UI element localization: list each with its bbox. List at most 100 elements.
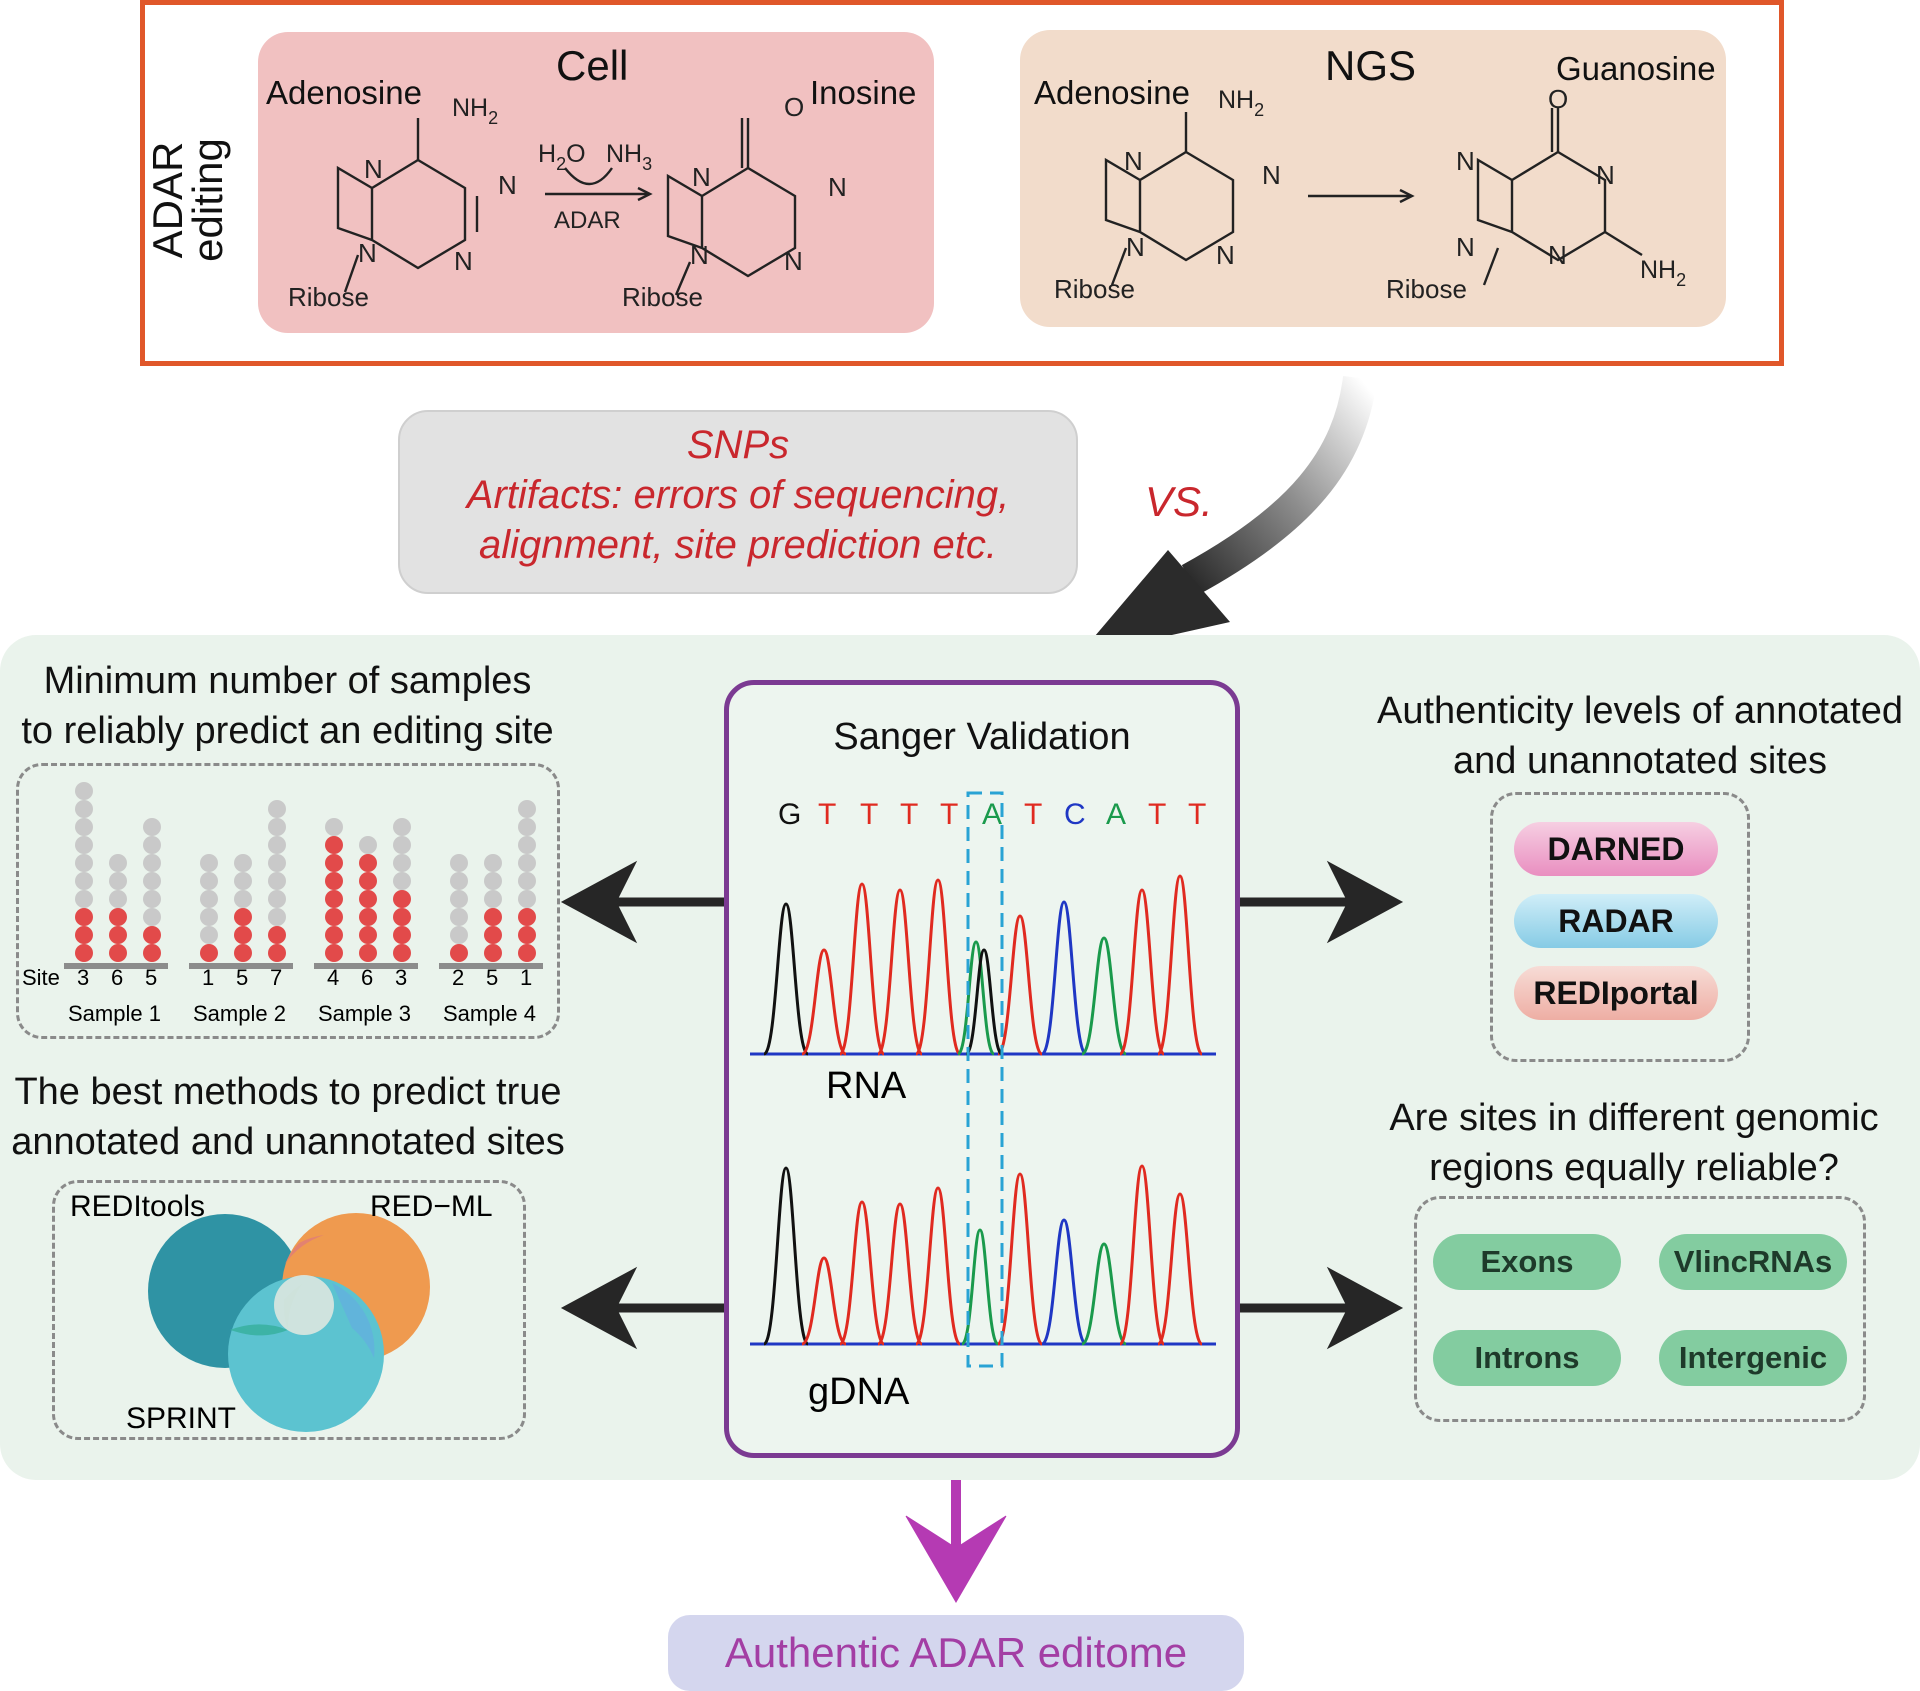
edited-bead	[518, 926, 536, 944]
unedited-bead	[234, 890, 252, 908]
site-number: 6	[361, 965, 373, 990]
edited-bead	[75, 926, 93, 944]
edit-site-highlight	[966, 791, 1004, 1368]
database-darned: DARNED	[1514, 822, 1718, 876]
region-intergenic: Intergenic	[1659, 1330, 1847, 1386]
trace-peak	[996, 1172, 1044, 1346]
unedited-bead	[75, 818, 93, 836]
arrow-down-icon	[905, 1515, 1007, 1603]
sequence-base: C	[1064, 798, 1086, 831]
adar-enzyme-label: ADAR	[554, 207, 621, 234]
unedited-bead	[200, 890, 218, 908]
trace-peak	[1156, 874, 1204, 1056]
edited-bead	[234, 908, 252, 926]
unedited-bead	[518, 818, 536, 836]
trace-peak	[762, 1166, 810, 1346]
nitrogen-atom: N	[1456, 232, 1475, 262]
nitrogen-atom: N	[692, 162, 711, 192]
edited-bead	[325, 944, 343, 962]
trace-peak	[1040, 900, 1088, 1056]
site-number: 5	[236, 965, 248, 990]
venn-label-sprint: SPRINT	[126, 1402, 236, 1435]
ngs-title: NGS	[1325, 42, 1417, 89]
sequence-base: T	[860, 798, 878, 831]
unedited-bead	[75, 782, 93, 800]
edited-bead	[393, 890, 411, 908]
edited-bead	[325, 908, 343, 926]
edited-bead	[109, 944, 127, 962]
trace-peak	[801, 948, 847, 1056]
sequence-base: G	[778, 798, 801, 831]
trace-peak	[964, 948, 1004, 1056]
site-number: 3	[395, 965, 407, 990]
artifacts-line: Artifacts: errors of sequencing,	[466, 473, 1010, 517]
edited-bead	[109, 908, 127, 926]
site-number: 5	[486, 965, 498, 990]
arrow-right-icon	[1326, 860, 1404, 944]
ngs-product-label: Guanosine	[1556, 50, 1716, 87]
nitrogen-atom: N	[1548, 240, 1567, 270]
unedited-bead	[200, 854, 218, 872]
trace-peak	[1080, 1242, 1128, 1346]
nitrogen-atom: N	[690, 240, 709, 270]
ribose-label: Ribose	[288, 282, 369, 312]
nitrogen-atom: N	[828, 172, 847, 202]
ribose-label: Ribose	[1386, 274, 1467, 304]
sample-baseline	[64, 963, 168, 969]
venn-circle-sprint	[228, 1276, 384, 1432]
unedited-bead	[518, 872, 536, 890]
unedited-bead	[393, 818, 411, 836]
min-samples-heading: Minimum number of samples to reliably pr…	[21, 660, 554, 752]
snps-line: SNPs	[686, 423, 790, 467]
amino-group: NH2	[1640, 256, 1686, 290]
edited-bead	[359, 890, 377, 908]
database-radar: RADAR	[1514, 894, 1718, 948]
unedited-bead	[268, 836, 286, 854]
adar-editing-frame	[140, 0, 1784, 366]
unedited-bead	[393, 872, 411, 890]
trace-peak	[838, 882, 886, 1056]
sample-baseline	[314, 963, 418, 969]
unedited-bead	[75, 800, 93, 818]
vs-label: VS.	[1145, 478, 1213, 525]
trace-peak	[914, 878, 962, 1056]
cell-product-label: Inosine	[810, 74, 917, 111]
guanosine-structure-ngs	[1476, 108, 1643, 286]
unedited-bead	[143, 908, 161, 926]
best-methods-heading: The best methods to predict true annotat…	[11, 1071, 565, 1163]
database-rediportal: REDIportal	[1514, 966, 1718, 1020]
trace-peak	[1156, 1192, 1204, 1346]
trace-peak	[956, 940, 996, 1056]
trace-peak	[996, 914, 1044, 1056]
sample-baseline	[189, 963, 293, 969]
edited-bead	[484, 926, 502, 944]
artifacts-line: alignment, site prediction etc.	[478, 523, 998, 567]
sequence-base: T	[940, 798, 958, 831]
ammonia-product: NH3	[606, 140, 652, 174]
unedited-bead	[143, 872, 161, 890]
edited-bead	[143, 944, 161, 962]
nitrogen-atom: N	[1456, 146, 1475, 176]
edited-bead	[109, 926, 127, 944]
min-samples-panel	[16, 763, 560, 1039]
water-reagent: H2O	[538, 140, 586, 174]
edited-bead	[143, 926, 161, 944]
unedited-bead	[200, 872, 218, 890]
site-axis-label: Site	[22, 965, 60, 990]
ribose-label: Ribose	[1054, 274, 1135, 304]
sequence-base: T	[1148, 798, 1166, 831]
unedited-bead	[393, 854, 411, 872]
trace-peak	[876, 1202, 924, 1346]
sequence-base: T	[818, 798, 836, 831]
venn-diagram: REDItools RED−ML SPRINT	[70, 1190, 493, 1435]
nitrogen-atom: N	[1216, 240, 1235, 270]
unedited-bead	[143, 836, 161, 854]
edited-bead	[325, 926, 343, 944]
nitrogen-atom: N	[364, 154, 383, 184]
nitrogen-atom: N	[784, 246, 803, 276]
unedited-bead	[359, 836, 377, 854]
unedited-bead	[200, 908, 218, 926]
edited-bead	[75, 908, 93, 926]
sample-baseline	[439, 963, 543, 969]
